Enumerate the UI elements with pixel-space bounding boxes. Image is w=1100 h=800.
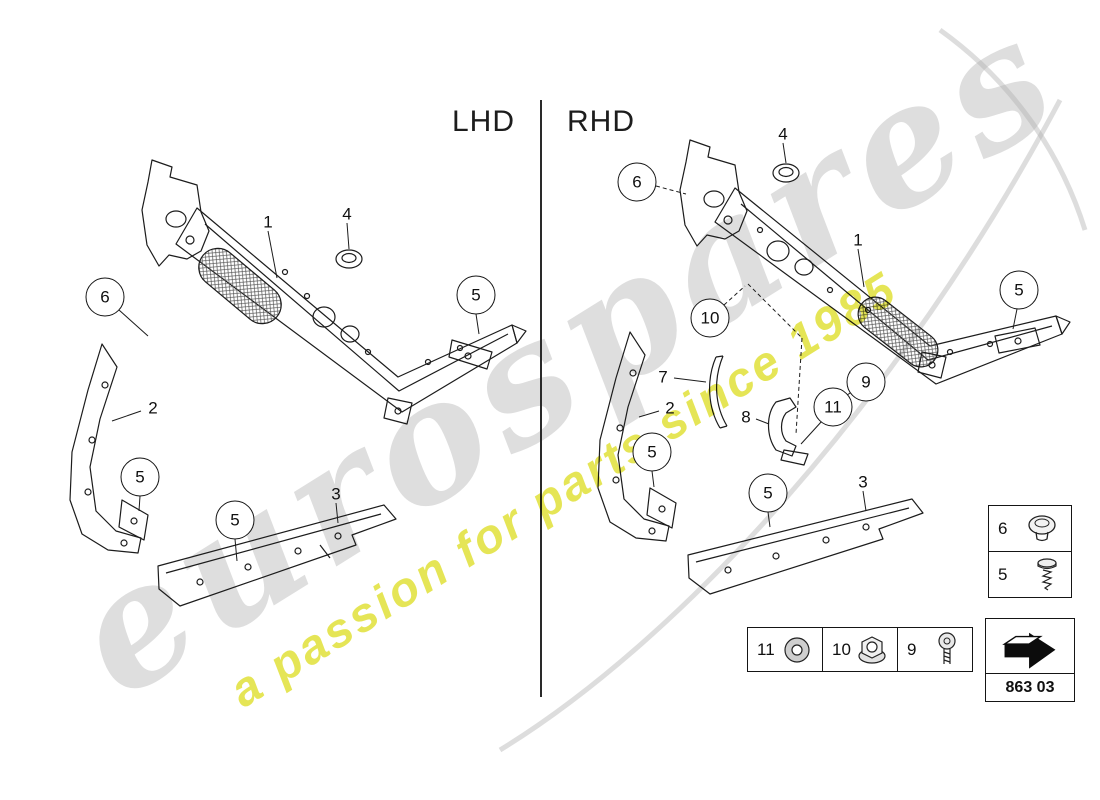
legend-number: 9 xyxy=(907,639,917,659)
legend-item-9[interactable]: 9 xyxy=(897,628,972,671)
rhd-cowl-grille xyxy=(857,296,939,368)
legend-number: 10 xyxy=(832,639,851,659)
legend-item-11[interactable]: 11 xyxy=(748,628,822,671)
legend-number: 11 xyxy=(757,639,775,659)
arrow-cell xyxy=(986,619,1074,673)
lhd-cowl-grille xyxy=(198,247,282,325)
rhd-callout-6[interactable]: 6 xyxy=(617,162,657,202)
screw-icon xyxy=(1037,557,1057,590)
lhd-lower-strip-drawing xyxy=(157,504,397,607)
legend-number: 5 xyxy=(998,564,1008,584)
legend-item-10[interactable]: 10 xyxy=(822,628,897,671)
direction-arrow-icon xyxy=(1002,632,1056,669)
rhd-cowl-cover-drawing xyxy=(679,139,1071,385)
rhd-callout-1[interactable]: 1 xyxy=(853,230,863,250)
lhd-callout-6[interactable]: 6 xyxy=(85,277,125,317)
rhd-callout-10[interactable]: 10 xyxy=(690,298,730,338)
rhd-cap-drawing xyxy=(772,163,800,183)
legend-item-6[interactable]: 6 xyxy=(989,506,1071,551)
rhd-callout-7[interactable]: 7 xyxy=(658,367,668,387)
rhd-diagram xyxy=(597,139,1071,595)
rhd-clip-bracket-drawing xyxy=(767,397,809,466)
legend-number: 6 xyxy=(998,518,1008,538)
rhd-callout-5-1[interactable]: 5 xyxy=(999,270,1039,310)
rhd-callout-8[interactable]: 8 xyxy=(741,407,751,427)
rhd-lower-strip-drawing xyxy=(687,498,924,595)
part-group-code: 863 03 xyxy=(986,673,1074,701)
washer-icon xyxy=(784,636,810,663)
rhd-callout-3[interactable]: 3 xyxy=(858,472,868,492)
part-group-box: 863 03 xyxy=(985,618,1075,702)
rhd-callout-5-3[interactable]: 5 xyxy=(748,473,788,513)
lhd-callout-3[interactable]: 3 xyxy=(331,484,341,504)
rhd-callout-11[interactable]: 11 xyxy=(813,387,853,427)
lhd-callout-5-1[interactable]: 5 xyxy=(456,275,496,315)
lhd-callout-4[interactable]: 4 xyxy=(342,204,352,224)
rhd-corner-trim-drawing xyxy=(597,331,677,542)
lhd-corner-trim-drawing xyxy=(69,343,149,554)
flange-nut-icon xyxy=(858,635,886,664)
watermark-swoosh xyxy=(498,27,1088,753)
lhd-callout-5-2[interactable]: 5 xyxy=(120,457,160,497)
rhd-callout-9[interactable]: 9 xyxy=(846,362,886,402)
lhd-callout-1[interactable]: 1 xyxy=(263,212,273,232)
lhd-diagram xyxy=(69,159,527,607)
lhd-cowl-cover-drawing xyxy=(141,159,527,425)
rhd-drain-hose-drawing xyxy=(709,355,728,429)
fastener-legend-column: 6 5 xyxy=(988,505,1072,598)
center-divider xyxy=(540,100,542,697)
fastener-legend-row: 11 10 9 xyxy=(747,627,973,672)
lhd-callout-5-3[interactable]: 5 xyxy=(215,500,255,540)
rhd-callout-2[interactable]: 2 xyxy=(665,398,675,418)
rhd-leader-lines xyxy=(638,142,1018,528)
lhd-leader-lines xyxy=(111,222,480,562)
bolt-icon xyxy=(938,631,956,664)
rhd-label: RHD xyxy=(567,105,635,138)
lhd-label: LHD xyxy=(452,105,516,138)
legend-item-5[interactable]: 5 xyxy=(989,551,1071,597)
grommet-icon xyxy=(1028,514,1056,541)
rhd-callout-4[interactable]: 4 xyxy=(778,124,788,144)
rhd-callout-5-2[interactable]: 5 xyxy=(632,432,672,472)
lhd-cap-drawing xyxy=(335,249,363,269)
rhd-dashed-lines xyxy=(655,185,803,435)
lhd-callout-2[interactable]: 2 xyxy=(148,398,158,418)
